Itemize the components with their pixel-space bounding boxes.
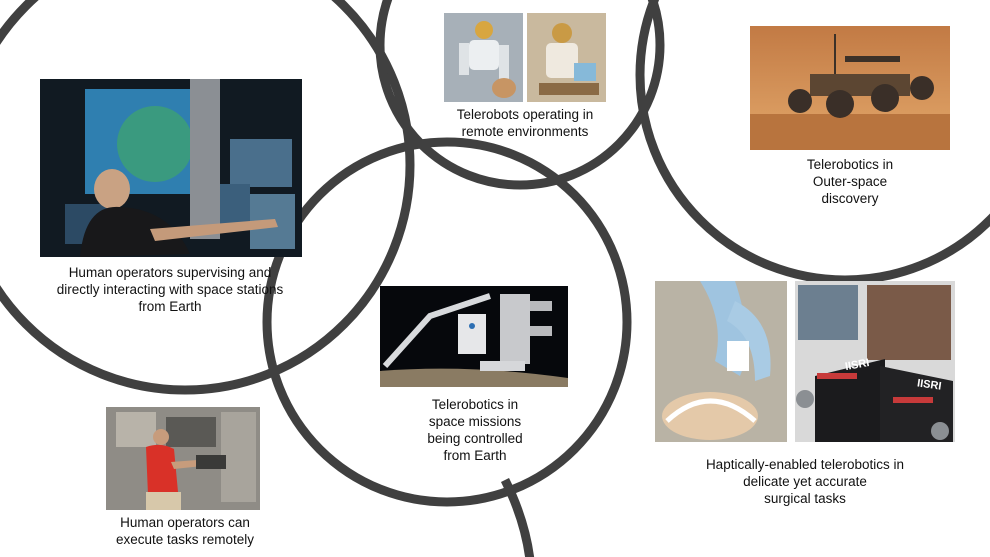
execute-remotely-caption: Human operators can execute tasks remote… — [115, 515, 255, 547]
space-missions-photo — [380, 286, 568, 387]
telerobots-remote-photo-art — [444, 13, 606, 102]
ring-lower-arc — [500, 477, 535, 557]
space-station-photo — [40, 79, 302, 257]
space-missions-photo-art — [380, 286, 568, 387]
outer-space-photo — [750, 26, 950, 150]
telerobots-remote-caption: Telerobots operating in remote environme… — [456, 107, 594, 139]
ring-outer-space — [635, 0, 990, 285]
ring-telerobots-remote — [375, 0, 665, 190]
ring-space-station — [0, 0, 415, 395]
telerobots-remote-photo — [444, 13, 606, 102]
outer-space-caption: Telerobotics in Outer-space discovery — [806, 157, 894, 206]
surgical-caption: Haptically-enabled telerobotics in delic… — [705, 457, 905, 506]
ring-space-missions — [262, 137, 632, 507]
surgical-photo: IISRI IISRI — [655, 281, 955, 442]
outer-space-photo-art — [750, 26, 950, 150]
space-missions-caption: Telerobotics in space missions being con… — [427, 397, 523, 463]
space-station-photo-art — [40, 79, 302, 257]
execute-remotely-photo-art — [106, 407, 260, 510]
execute-remotely-photo — [106, 407, 260, 510]
space-station-caption: Human operators supervising and directly… — [56, 265, 284, 314]
surgical-photo-art — [655, 281, 955, 442]
